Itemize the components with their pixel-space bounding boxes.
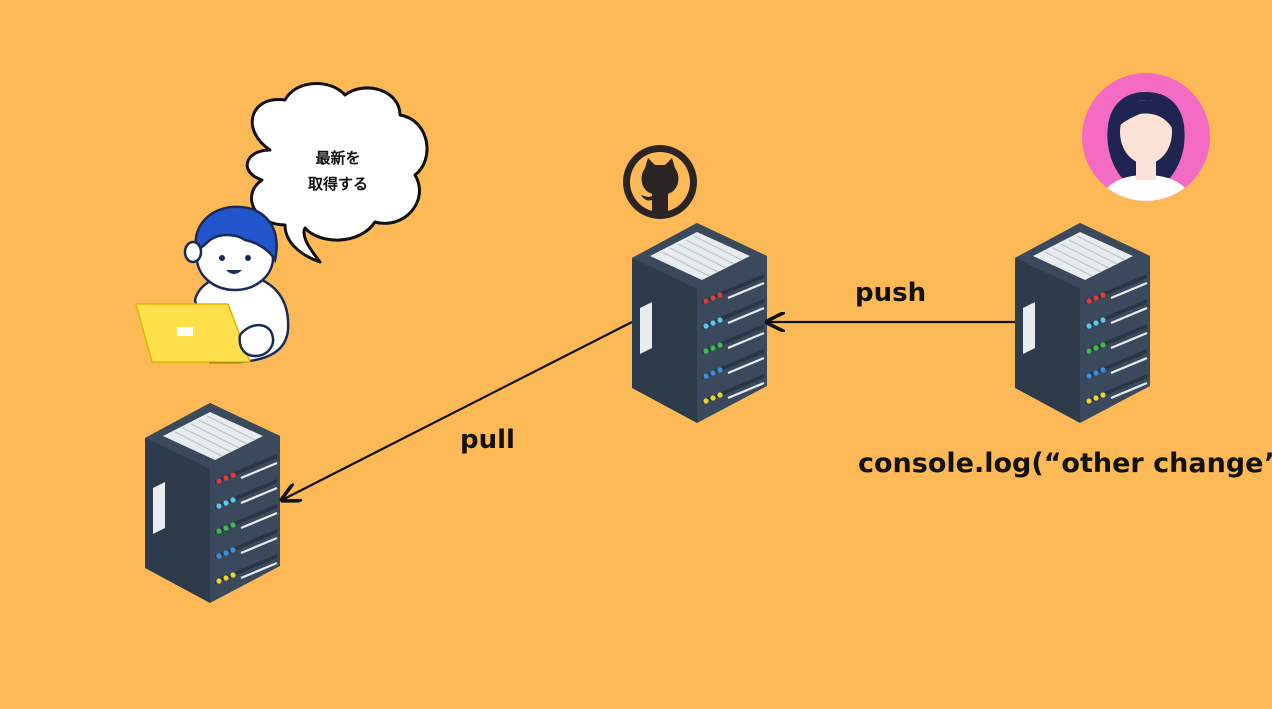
github-icon bbox=[623, 145, 697, 219]
speech-bubble-text: 最新を 取得する bbox=[278, 145, 398, 197]
speech-bubble-line2: 取得する bbox=[307, 175, 368, 193]
server-other-developer bbox=[1013, 221, 1152, 425]
server-local bbox=[143, 401, 282, 605]
person-with-laptop-icon bbox=[135, 205, 290, 364]
speech-bubble-line1: 最新を bbox=[315, 149, 361, 167]
code-change-label: console.log(“other change”) bbox=[858, 448, 1272, 479]
woman-avatar-icon bbox=[1082, 73, 1210, 201]
pull-label: pull bbox=[460, 425, 515, 455]
server-remote-github bbox=[630, 221, 769, 425]
pull-arrow bbox=[282, 321, 633, 500]
push-label: push bbox=[855, 278, 927, 308]
